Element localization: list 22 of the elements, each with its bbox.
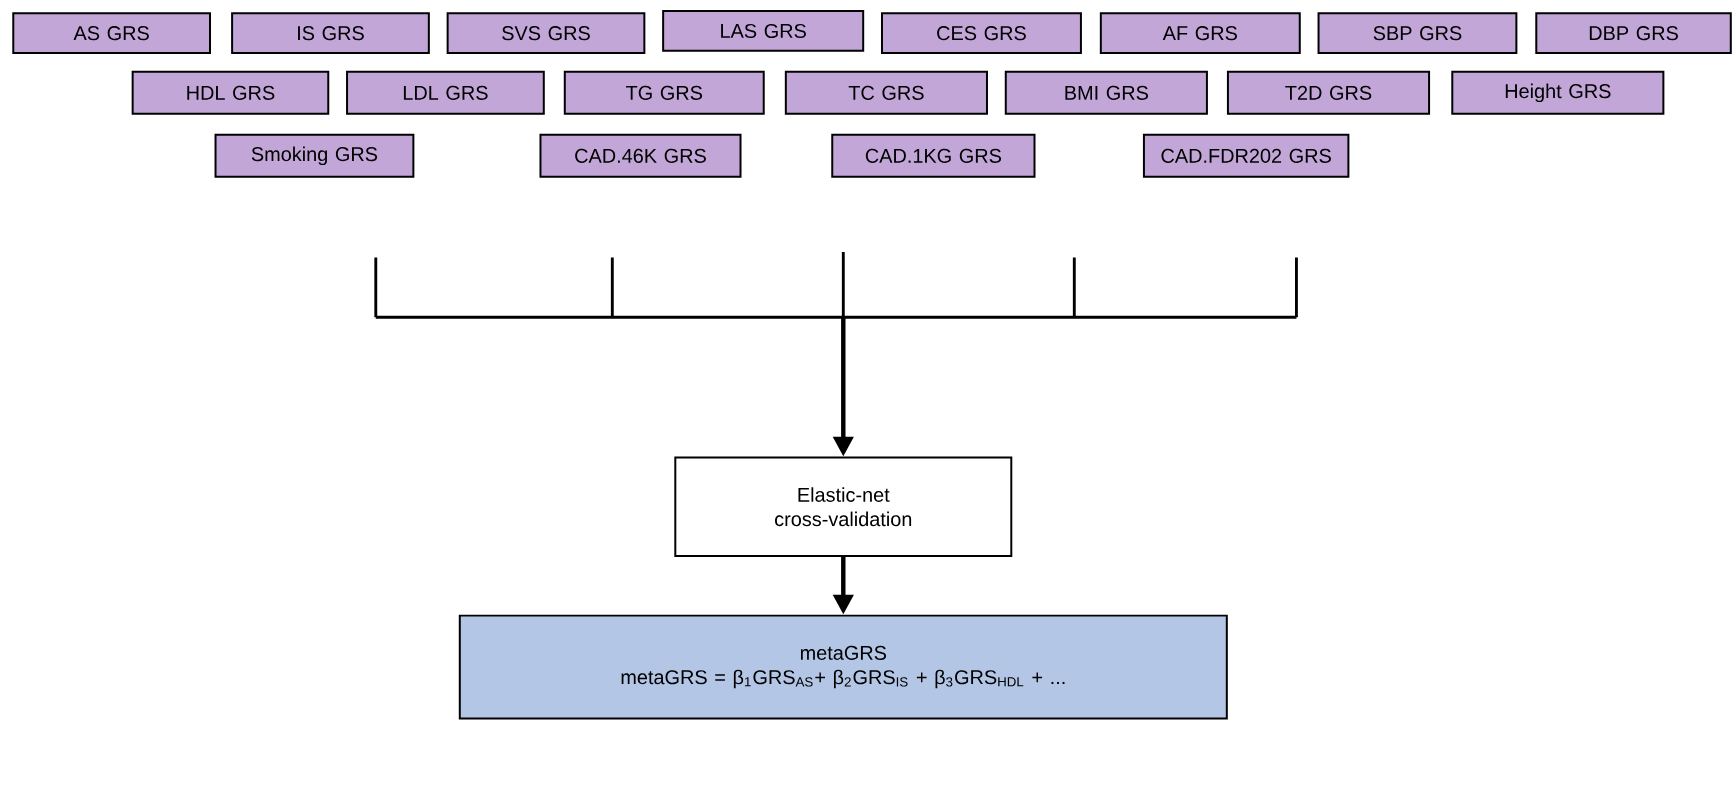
score-box: AF GRS [1099,12,1301,55]
score-box: TC GRS [784,70,988,115]
score-box: CAD.1KG GRS [831,133,1036,178]
score-box: IS GRS [231,12,430,55]
score-box: SVS GRS [446,12,646,55]
result-box: metaGRS metaGRS = β$_{1}$GRS$_{AS}$+ β$_{2}$GRS$_{IS}$ + β$_{3}$GRS$_{HDL}$ + ... [458,614,1228,720]
score-box: BMI GRS [1004,70,1208,115]
score-box: CAD.46K GRS [539,133,742,178]
score-box: DBP GRS [1535,12,1732,55]
bracket [374,250,1298,319]
score-box: Smoking GRS [214,133,415,178]
score-box: CAD.FDR202 GRS [1142,133,1350,178]
score-box: AS GRS [12,12,211,55]
score-box: SBP GRS [1317,12,1518,55]
score-box: HDL GRS [131,70,330,115]
score-box: CES GRS [881,12,1082,55]
score-box: LDL GRS [346,70,545,115]
score-box: LAS GRS [662,10,865,52]
score-box: T2D GRS [1226,70,1431,115]
process-box: Elastic-net cross-validation [674,456,1013,558]
score-box: Height GRS [1451,70,1665,115]
score-box: TG GRS [563,70,765,115]
